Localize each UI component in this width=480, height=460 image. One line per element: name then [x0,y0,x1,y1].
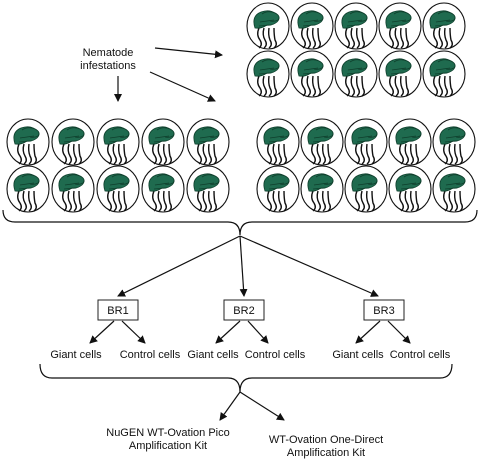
plant-pot [96,165,140,213]
br2-to-giant-arrow [215,320,241,344]
br1-to-control-arrow [121,320,146,344]
br1-giant-cells: Giant cells [50,349,102,361]
plant-group-middle-right [256,118,476,213]
plant-pot [388,118,432,166]
plant-pot [256,165,300,213]
br1-box [97,299,139,321]
one-direct-kit-line2: Amplification Kit [287,447,365,459]
plant-pot [141,165,185,213]
plant-pot [334,2,378,50]
plant-pot [6,165,50,213]
plant-pot [256,118,300,166]
amplification-brace [39,363,453,393]
br2-label: BR2 [233,305,254,317]
br1-label: BR1 [107,305,128,317]
plant-pot [388,165,432,213]
arrow-to-right-group [149,71,216,102]
br3-box [363,299,405,321]
arrow-to-br1 [117,235,241,297]
plant-pot [51,165,95,213]
arrow-to-one-direct-kit [239,391,285,421]
br1-to-giant-arrow [89,320,115,344]
infestation-label-line1: Nematode [83,47,134,59]
br2-to-control-arrow [247,320,269,344]
br2-control-cells: Control cells [245,349,306,361]
plant-pot [96,118,140,166]
plant-pot [300,118,344,166]
plant-pot [186,165,230,213]
plant-group-top-right [246,2,466,98]
arrow-to-br2 [239,235,248,297]
plant-pot [422,2,466,50]
br3-label: BR3 [373,305,394,317]
plant-pot [378,2,422,50]
plant-pot [422,50,466,98]
plant-group-middle-left [6,118,230,213]
pooling-brace [2,209,478,236]
br1-control-cells: Control cells [120,349,181,361]
plant-pot [51,118,95,166]
one-direct-kit-line1: WT-Ovation One-Direct [269,434,383,446]
br2-box [223,299,265,321]
plant-pot [432,165,476,213]
plant-pot [300,165,344,213]
arrow-to-br3 [239,235,379,297]
plant-pot [141,118,185,166]
plant-pot [186,118,230,166]
plant-pot [334,50,378,98]
br3-giant-cells: Giant cells [332,349,384,361]
plant-pot [246,2,290,50]
plant-pot [378,50,422,98]
plant-pot [246,50,290,98]
pico-kit-line2: Amplification Kit [129,440,207,452]
br2-giant-cells: Giant cells [187,349,239,361]
pico-kit-line1: NuGEN WT-Ovation Pico [106,427,229,439]
plant-pot [290,50,334,98]
plant-pot [344,118,388,166]
arrow-to-pico-kit [219,391,241,421]
br3-control-cells: Control cells [390,349,451,361]
arrow-to-top-group [154,47,223,59]
infestation-label-line2: infestations [80,60,136,72]
plant-pot [432,118,476,166]
br3-to-control-arrow [387,320,411,344]
plant-pot [6,118,50,166]
plant-pot [290,2,334,50]
plant-pot [344,165,388,213]
br3-to-giant-arrow [355,320,381,344]
